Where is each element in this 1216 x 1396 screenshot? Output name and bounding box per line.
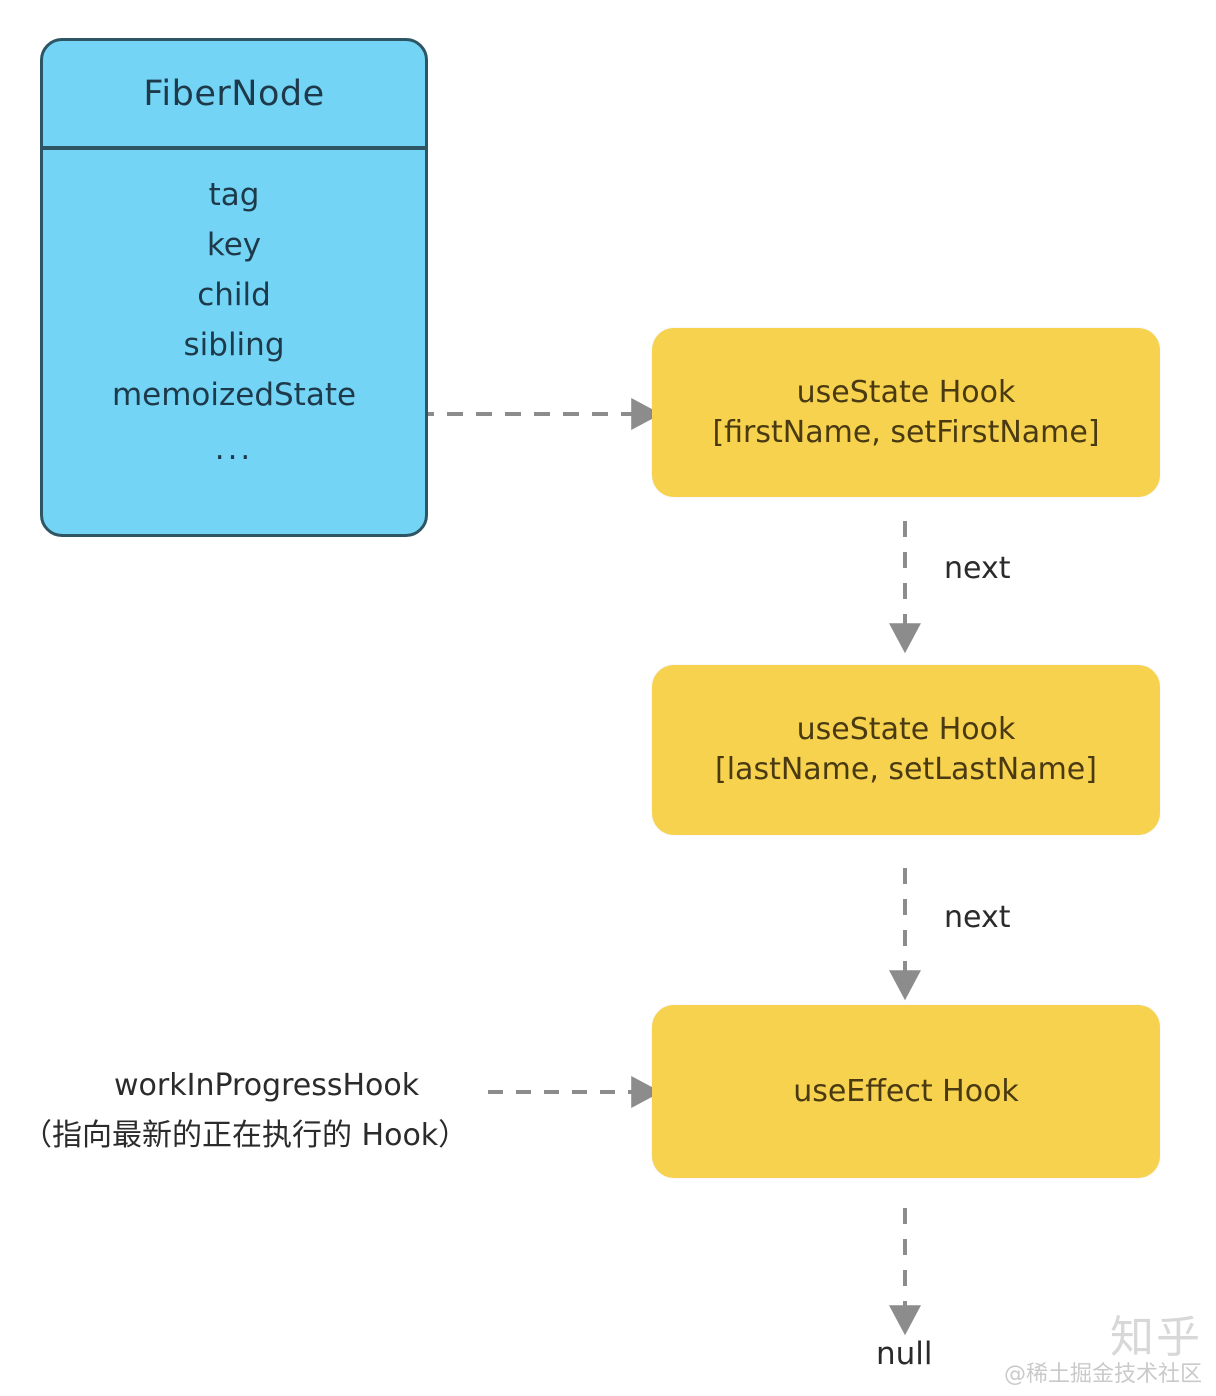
fibernode-field-tag: tag: [208, 177, 260, 213]
hook-box-usestate-lastname: useState Hook [lastName, setLastName]: [652, 665, 1160, 835]
edge-label-next-1: next: [944, 551, 1011, 586]
fibernode-field-child: child: [197, 277, 271, 314]
hook-box-subtitle: [firstName, setFirstName]: [712, 414, 1100, 450]
hook-box-title: useEffect Hook: [793, 1073, 1019, 1109]
fibernode-title: FiberNode: [143, 73, 325, 114]
watermark-text: @稀土掘金技术社区: [1003, 1361, 1202, 1387]
fibernode-box: FiberNode tag key child sibling memoized…: [40, 38, 428, 537]
watermark-logo: 知乎: [1110, 1311, 1202, 1363]
edge-label-next-2: next: [944, 900, 1011, 935]
hook-box-useeffect: useEffect Hook: [652, 1005, 1160, 1178]
fibernode-field-sibling: sibling: [183, 327, 285, 364]
hook-box-title: useState Hook: [796, 374, 1016, 410]
fibernode-header: FiberNode: [43, 41, 425, 150]
workinprogresshook-annotation: workInProgressHook （指向最新的正在执行的 Hook）: [16, 1066, 576, 1157]
fibernode-field-ellipsis: ...: [214, 431, 254, 468]
hook-box-subtitle: [lastName, setLastName]: [715, 752, 1097, 787]
fibernode-field-list: tag key child sibling memoizedState ...: [43, 150, 425, 534]
fibernode-field-memoizedstate: memoizedState: [111, 377, 357, 414]
hook-box-title: useState Hook: [796, 712, 1016, 748]
workinprogresshook-description: （指向最新的正在执行的 Hook）: [22, 1117, 469, 1153]
fibernode-field-key: key: [206, 227, 262, 264]
workinprogresshook-label: workInProgressHook: [114, 1068, 420, 1103]
hook-box-usestate-firstname: useState Hook [firstName, setFirstName]: [652, 328, 1160, 497]
edge-label-null: null: [876, 1336, 933, 1372]
watermark: 知乎 @稀土掘金技术社区: [1003, 1311, 1202, 1388]
